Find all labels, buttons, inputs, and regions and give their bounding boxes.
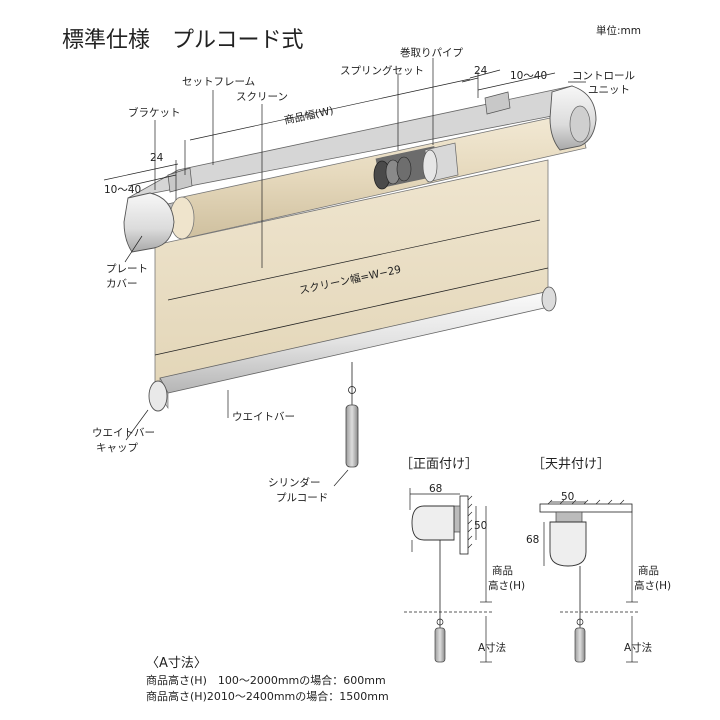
winding-pipe [422, 142, 459, 183]
ceiling-mount-height: 68 [526, 534, 539, 546]
label-product-width: 商品幅(W) [283, 104, 335, 127]
front-mount-title: ［正面付け］ [400, 457, 478, 472]
label-cylinder-pull-1: シリンダー [268, 476, 321, 489]
label-control-unit-2: ユニット [588, 84, 630, 96]
leader-lines [124, 58, 586, 487]
label-plate-cover-2: カバー [106, 278, 138, 290]
ceiling-mount-product-height-1: 商品 [638, 564, 659, 577]
label-weight-bar-cap-2: キャップ [96, 442, 138, 454]
label-cylinder-pull-2: プルコード [276, 492, 328, 504]
label-screen: スクリーン [236, 91, 288, 103]
plate-cover [123, 192, 175, 253]
control-unit [549, 85, 597, 151]
cylinder-pull [345, 404, 359, 468]
front-mount-height: 50 [474, 520, 487, 532]
a-notes-line1: 商品高さ(H) 100〜2000mmの場合：600mm [146, 673, 386, 687]
page-title: 標準仕様 プルコード式 [62, 28, 304, 53]
weight-bar-cap-left [148, 380, 168, 412]
ceiling-mount-title: ［天井付け］ [532, 457, 610, 472]
a-notes-heading: 〈A寸法〉 [146, 656, 207, 671]
front-mount-width: 68 [429, 483, 442, 495]
ceiling-mount-product-height-2: 高さ(H) [634, 579, 671, 592]
dimension-lines [103, 69, 556, 301]
ceiling-mount-a-dim: A寸法 [624, 641, 652, 654]
ceiling-mount-width: 50 [561, 491, 574, 503]
label-plate-cover-1: プレート [106, 263, 148, 275]
front-mount-product-height-1: 商品 [492, 564, 513, 577]
dim-range-left: 10〜40 [104, 184, 141, 196]
a-notes-line2: 商品高さ(H)2010〜2400mmの場合：1500mm [146, 689, 389, 703]
label-bracket: ブラケット [128, 106, 181, 119]
dim-24-right: 24 [474, 65, 488, 77]
front-mount-a-dim: A寸法 [478, 641, 506, 654]
unit-label: 単位:mm [596, 24, 641, 37]
label-control-unit-1: コントロール [572, 70, 635, 82]
front-mount-product-height-2: 高さ(H) [488, 579, 525, 592]
weight-bar-cap-right [541, 286, 557, 312]
label-set-frame: セットフレーム [182, 76, 255, 88]
screen-hem-line [154, 267, 549, 356]
label-winding-pipe: 巻取りパイプ [400, 47, 463, 59]
dim-range-right: 10〜40 [510, 70, 547, 82]
label-spring-set: スプリングセット [340, 64, 424, 77]
ceiling-mount-detail: ［天井付け］ [532, 457, 638, 663]
cord-joint-icon [348, 386, 356, 394]
bracket-left [167, 167, 193, 193]
dim-24-left: 24 [150, 152, 164, 164]
bracket-right [484, 91, 511, 115]
label-weight-bar: ウエイトバー [232, 411, 295, 423]
label-weight-bar-cap-1: ウエイトバー [92, 427, 155, 439]
front-mount-detail: ［正面付け］ [400, 457, 492, 663]
